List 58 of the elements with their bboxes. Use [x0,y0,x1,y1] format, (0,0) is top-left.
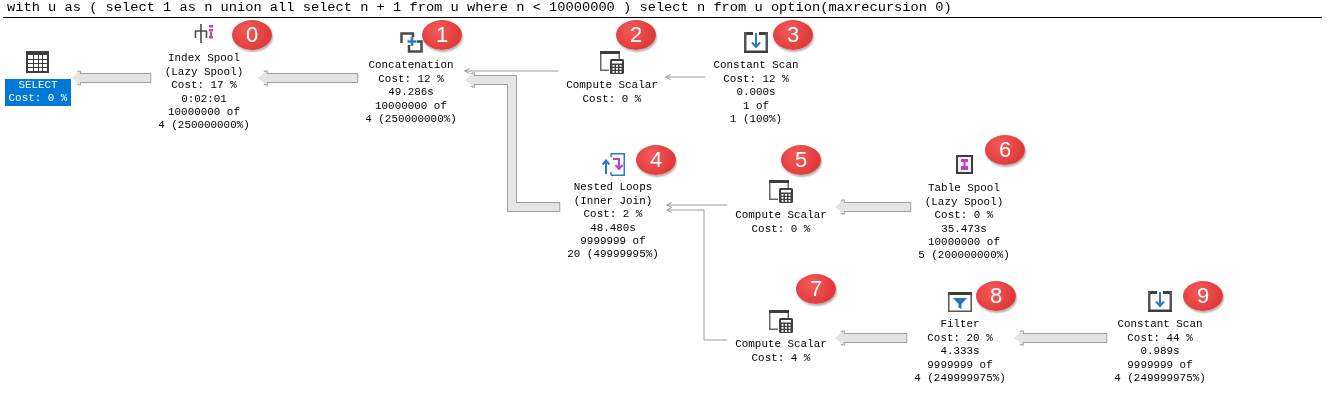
operator-name: Constant Scan [1117,318,1203,332]
cost-label: Cost: 17 % [171,79,237,93]
plan-operator [4,51,72,106]
elapsed-time: 0.989s [1140,345,1180,359]
elapsed-time: 49.286s [388,86,434,100]
callout-number: 1 [422,20,462,50]
operator-name: Constant Scan [713,59,799,73]
thin-arrow [666,202,728,208]
data-flow-arrow [834,331,907,345]
callout-number: 7 [796,274,836,304]
cost-label: Cost: 20 % [927,331,993,346]
operator-name: SELECT [18,79,58,93]
callout-number: 9 [1183,281,1223,311]
thin-arrow [464,68,559,74]
cost-label: Cost: 12 % [378,72,444,87]
cost-label: Cost: 0 % [8,92,68,106]
elapsed-time: 4.333s [940,345,980,359]
callout-number: 0 [232,20,272,50]
cost-label: Cost: 44 % [1127,331,1193,346]
callout-number: 5 [781,145,821,175]
callout-number: 4 [636,145,676,175]
cost-label: Cost: 0 % [934,209,994,223]
operator-name: Nested Loops (Inner Join) [573,181,653,209]
row-count: 1 of 1 (100%) [729,99,783,127]
cost-label: Cost: 0 % [751,222,811,237]
data-flow-arrow [834,200,911,214]
row-count: 9999999 of 4 (249999975%) [914,358,1006,386]
elapsed-time: 48.480s [590,221,636,235]
row-count: 10000000 of 4 (250000000%) [365,99,457,127]
thin-arrow [666,207,728,341]
row-count: 9999999 of 4 (249999975%) [1114,358,1206,386]
elapsed-time: 35.473s [941,222,987,236]
cost-label: Cost: 0 % [582,92,642,107]
cost-label: Cost: 12 % [723,72,789,87]
row-count: 10000000 of 5 (200000000%) [918,235,1010,263]
data-flow-arrow [71,71,151,85]
operator-name: Concatenation [368,59,454,73]
data-flow-arrow [1013,331,1107,345]
cost-label: Cost: 4 % [751,351,811,366]
data-flow-arrow [257,71,358,85]
operator-name: Compute Scalar [735,209,827,223]
elapsed-time: 0.000s [736,86,776,100]
operator-name: Compute Scalar [735,338,827,352]
callout-number: 2 [616,20,656,50]
callout-number: 6 [985,135,1025,165]
thin-arrow [665,74,706,80]
callout-number: 8 [976,281,1016,311]
elapsed-time: 0:02:01 [181,92,227,106]
row-count: 10000000 of 4 (250000000%) [158,105,250,133]
operator-name: Index Spool (Lazy Spool) [164,52,244,80]
query-text: with u as ( select 1 as n union all select n + 1 from u where n < 10000000 ) select n from u option(maxrecursion 0) [7,0,952,16]
row-count: 9999999 of 20 (49999995%) [567,234,659,262]
operator-name: Table Spool (Lazy Spool) [924,182,1004,210]
callout-number: 3 [773,20,813,50]
operator-name: Compute Scalar [566,79,658,93]
data-flow-arrow [464,73,560,211]
cost-label: Cost: 2 % [583,208,643,222]
operator-name: Filter [940,318,980,332]
